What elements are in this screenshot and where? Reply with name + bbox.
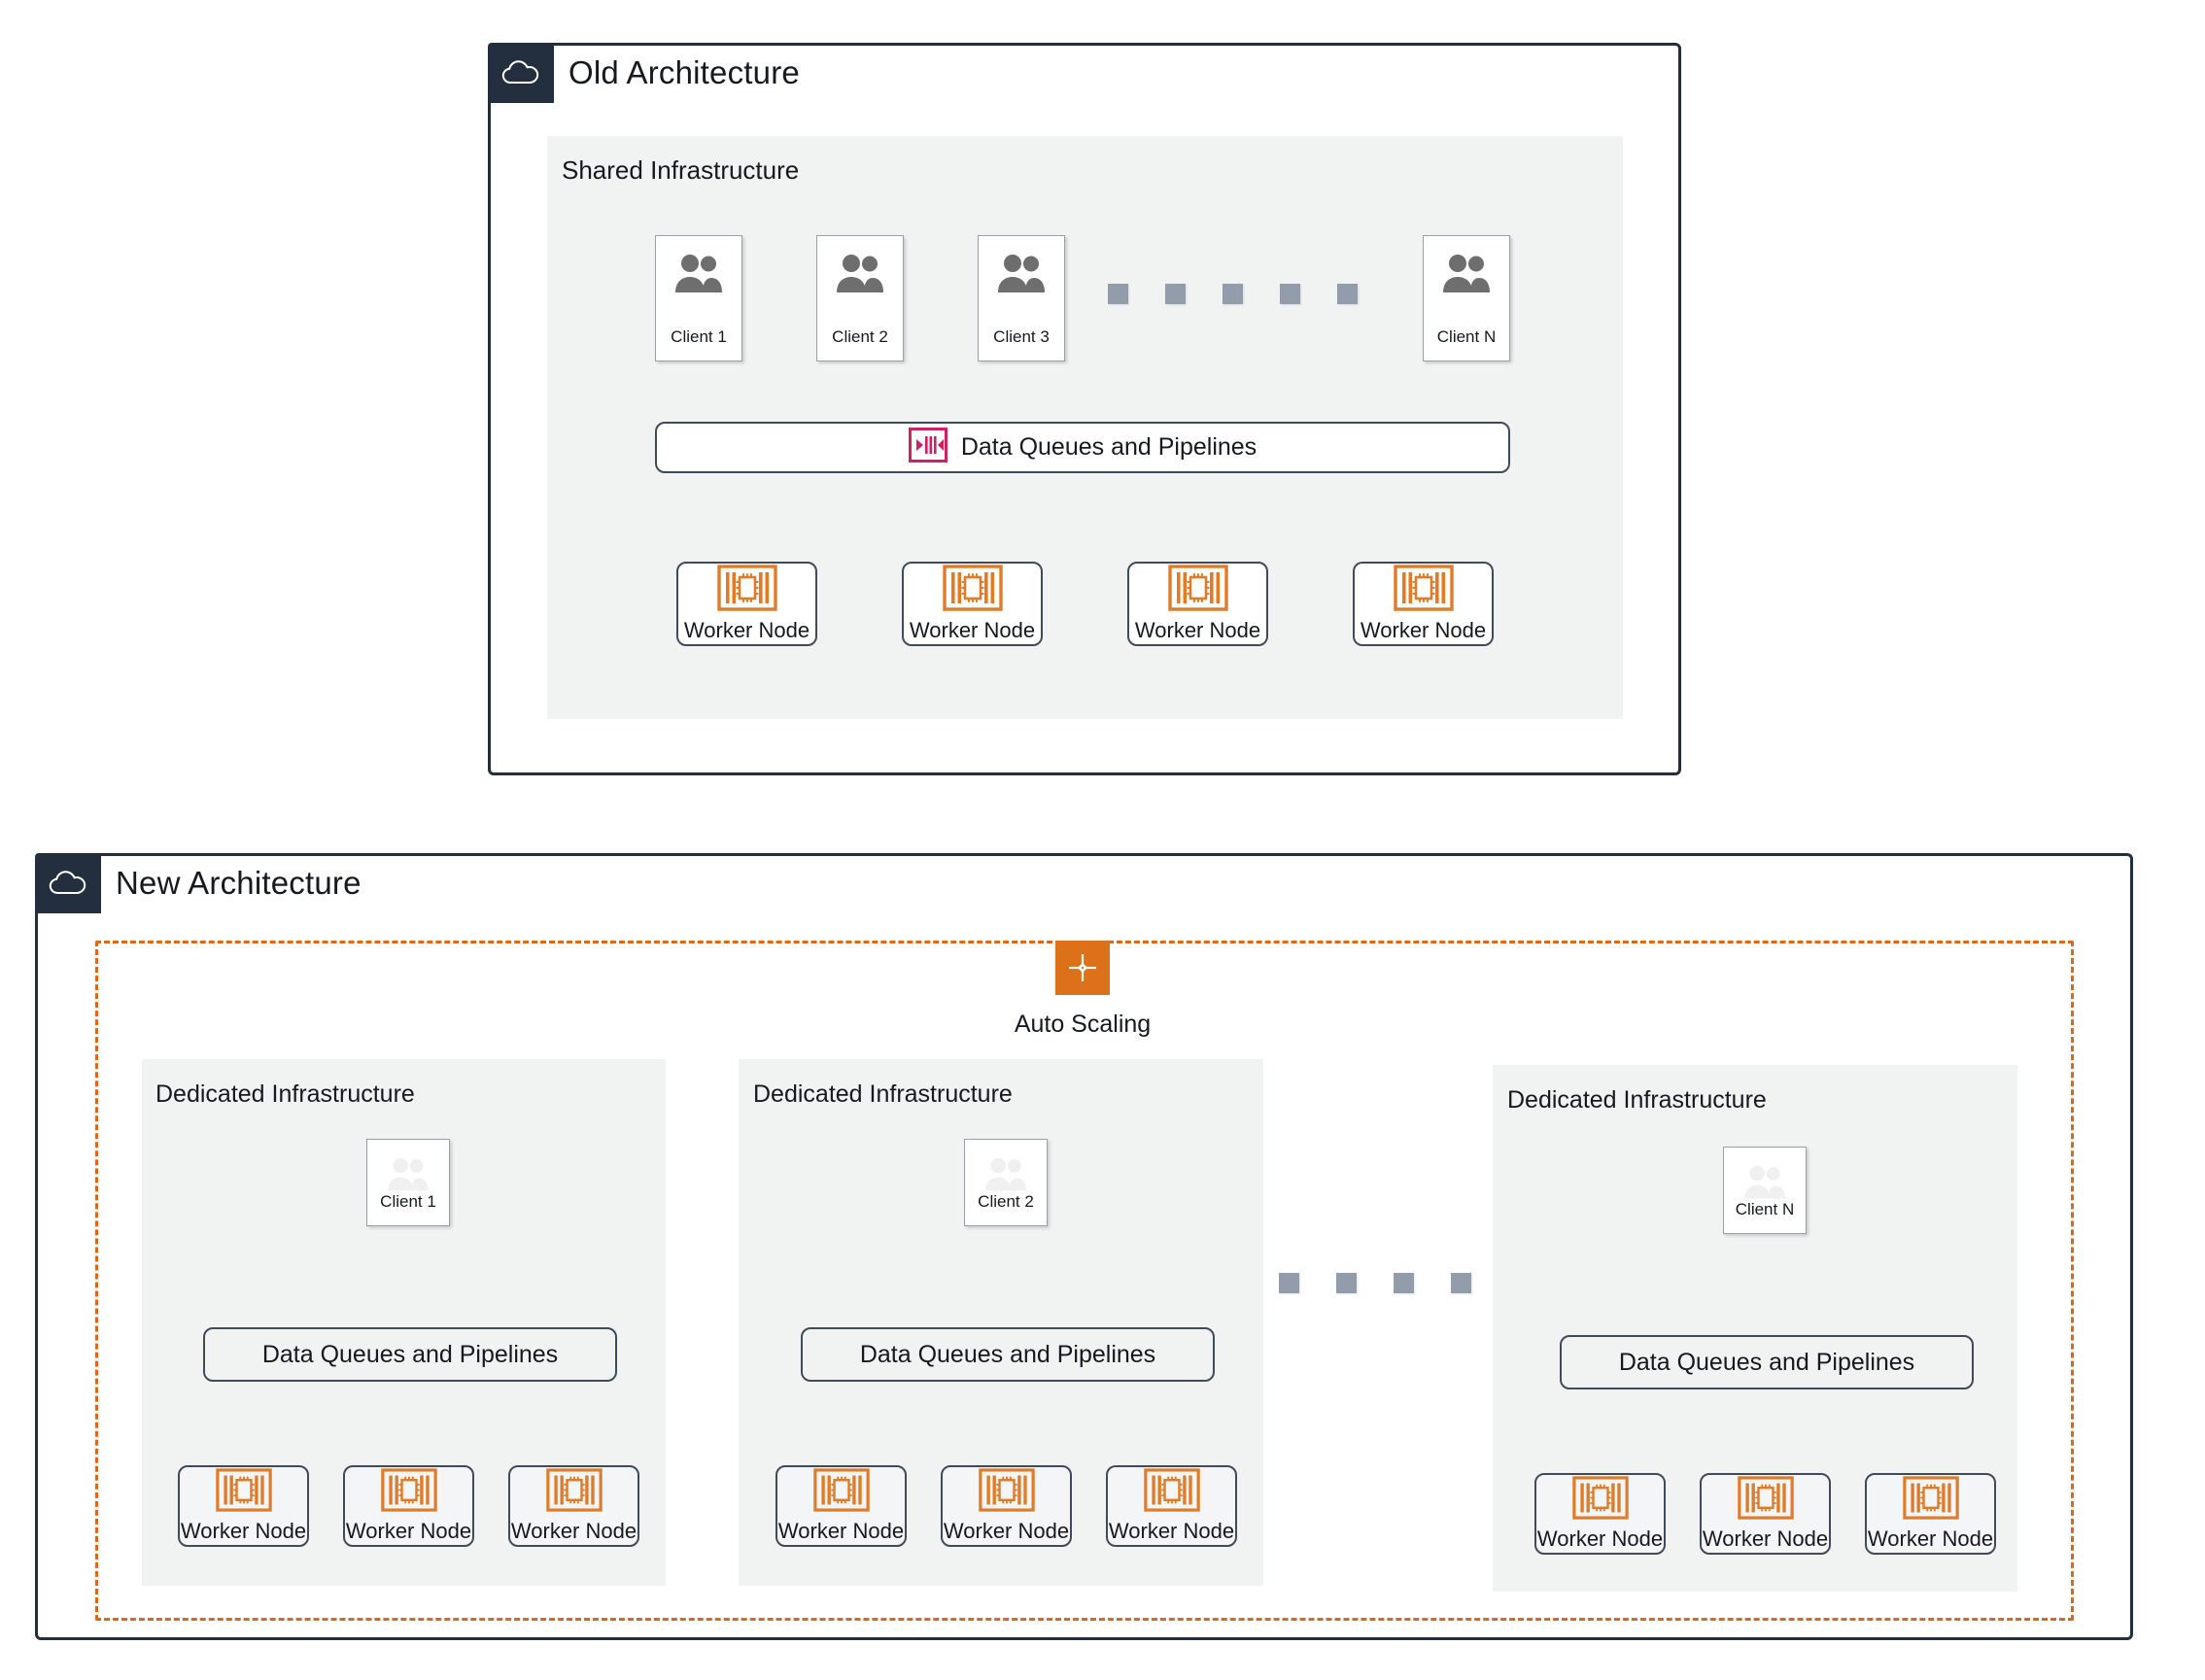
ellipsis-dot (1280, 284, 1300, 304)
ellipsis-dot (1336, 1273, 1357, 1293)
cloud-icon (488, 43, 554, 103)
client-label: Client 1 (671, 327, 727, 346)
worker-node-label: Worker Node (1702, 1526, 1829, 1551)
ellipsis-dot (1394, 1273, 1414, 1293)
worker-node-card[interactable]: Worker Node (178, 1465, 309, 1547)
ellipsis-dot (1451, 1273, 1471, 1293)
ellipsis-dot (1165, 284, 1186, 304)
data-queues-bar[interactable]: Data Queues and Pipelines (801, 1327, 1215, 1382)
data-queues-bar[interactable]: Data Queues and Pipelines (203, 1327, 617, 1382)
worker-node-card[interactable]: Worker Node (941, 1465, 1072, 1547)
ellipsis-dot (1279, 1273, 1299, 1293)
worker-node-label: Worker Node (683, 618, 810, 642)
users-icon (1439, 253, 1494, 300)
worker-node-label: Worker Node (1108, 1519, 1235, 1543)
client-label: Client N (1436, 327, 1497, 346)
compute-node-icon (380, 1468, 437, 1517)
compute-node-icon (812, 1468, 870, 1517)
client-label: Client 3 (993, 327, 1050, 346)
worker-node-card[interactable]: Worker Node (343, 1465, 474, 1547)
shared-infrastructure-label: Shared Infrastructure (562, 155, 800, 185)
client-label: Client 2 (832, 327, 888, 346)
users-icon (833, 253, 887, 300)
worker-node-card[interactable]: Worker Node (1534, 1473, 1666, 1555)
worker-node-label: Worker Node (1867, 1526, 1994, 1551)
worker-node-card[interactable]: Worker Node (508, 1465, 639, 1547)
queue-label: Data Queues and Pipelines (960, 433, 1258, 461)
worker-node-card[interactable]: Worker Node (1700, 1473, 1831, 1555)
worker-node-label: Worker Node (777, 1519, 905, 1543)
dedicated-infrastructure-label: Dedicated Infrastructure (155, 1080, 415, 1108)
ellipsis-dot (1337, 284, 1358, 304)
worker-node-label: Worker Node (943, 1519, 1070, 1543)
compute-node-icon (716, 565, 777, 616)
worker-node-label: Worker Node (1360, 618, 1487, 642)
dedicated-infrastructure-label: Dedicated Infrastructure (1507, 1086, 1767, 1114)
worker-node-label: Worker Node (345, 1519, 472, 1543)
client-label: Client 2 (978, 1192, 1034, 1211)
compute-node-icon (1167, 565, 1228, 616)
queue-label: Data Queues and Pipelines (261, 1340, 559, 1368)
worker-node-card[interactable]: Worker Node (902, 562, 1043, 646)
client-card[interactable]: Client 2 (964, 1139, 1048, 1226)
compute-node-icon (1143, 1468, 1200, 1517)
worker-node-card[interactable]: Worker Node (1127, 562, 1268, 646)
client-card[interactable]: Client N (1723, 1147, 1807, 1234)
users-icon (994, 253, 1049, 300)
worker-node-label: Worker Node (1536, 1526, 1664, 1551)
compute-node-icon (978, 1468, 1035, 1517)
compute-node-icon (1393, 565, 1454, 616)
client-card[interactable]: Client N (1423, 235, 1510, 361)
compute-node-icon (1737, 1476, 1794, 1525)
client-label: Client 1 (380, 1192, 436, 1211)
worker-node-label: Worker Node (909, 618, 1036, 642)
compute-node-icon (1571, 1476, 1629, 1525)
queue-label: Data Queues and Pipelines (859, 1340, 1156, 1368)
worker-node-card[interactable]: Worker Node (676, 562, 817, 646)
ellipsis-dot (1108, 284, 1128, 304)
users-icon (1740, 1164, 1789, 1206)
client-card[interactable]: Client 3 (978, 235, 1065, 361)
worker-node-card[interactable]: Worker Node (775, 1465, 907, 1547)
worker-node-card[interactable]: Worker Node (1353, 562, 1494, 646)
client-label: Client N (1735, 1200, 1795, 1218)
cloud-icon (35, 853, 101, 913)
ellipsis-dot (1223, 284, 1243, 304)
old-architecture-title: Old Architecture (568, 54, 800, 90)
worker-node-label: Worker Node (180, 1519, 307, 1543)
data-queues-bar[interactable]: Data Queues and Pipelines (1560, 1335, 1974, 1389)
worker-node-label: Worker Node (510, 1519, 637, 1543)
new-architecture-title: New Architecture (116, 865, 362, 901)
queue-icon (908, 428, 947, 467)
queue-label: Data Queues and Pipelines (1618, 1348, 1915, 1376)
client-card[interactable]: Client 2 (816, 235, 904, 361)
worker-node-card[interactable]: Worker Node (1865, 1473, 1996, 1555)
compute-node-icon (215, 1468, 272, 1517)
dedicated-infrastructure-label: Dedicated Infrastructure (753, 1080, 1013, 1108)
auto-scaling-label: Auto Scaling (1014, 1011, 1152, 1038)
client-card[interactable]: Client 1 (366, 1139, 450, 1226)
users-icon (672, 253, 726, 300)
client-card[interactable]: Client 1 (655, 235, 742, 361)
users-icon (384, 1156, 432, 1198)
worker-node-label: Worker Node (1134, 618, 1261, 642)
worker-node-card[interactable]: Worker Node (1106, 1465, 1237, 1547)
auto-scaling-icon (1055, 941, 1110, 995)
compute-node-icon (942, 565, 1003, 616)
compute-node-icon (545, 1468, 603, 1517)
users-icon (982, 1156, 1030, 1198)
data-queues-bar[interactable]: Data Queues and Pipelines (655, 422, 1510, 473)
compute-node-icon (1902, 1476, 1959, 1525)
